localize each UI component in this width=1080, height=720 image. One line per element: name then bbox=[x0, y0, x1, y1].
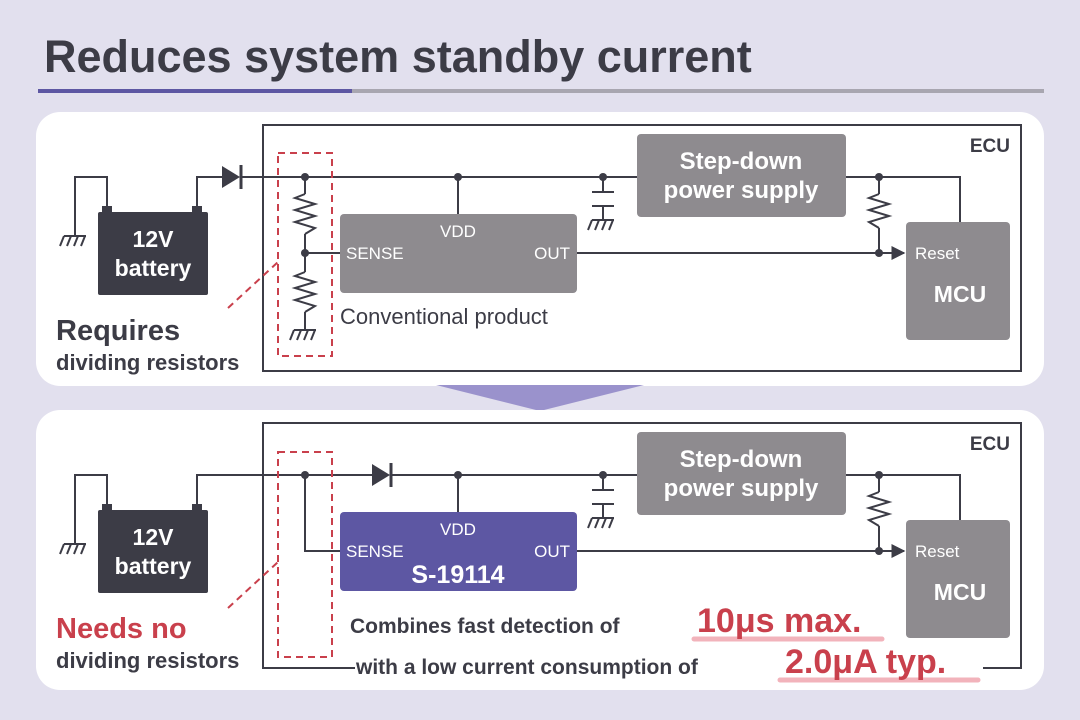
ground-symbol bbox=[289, 329, 316, 341]
transition-arrow bbox=[436, 385, 644, 411]
out-pin-label: OUT bbox=[534, 244, 570, 263]
battery: 12V battery bbox=[98, 504, 208, 593]
no-resistors-highlight bbox=[277, 451, 333, 658]
note-detail: dividing resistors bbox=[56, 648, 239, 673]
ecu-label: ECU bbox=[970, 434, 1010, 455]
capacitor-symbol bbox=[592, 191, 614, 207]
vdd-pin-label: VDD bbox=[440, 520, 476, 539]
out-pin-label: OUT bbox=[534, 542, 570, 561]
battery-label-word: battery bbox=[115, 255, 192, 281]
sense-pin-label: SENSE bbox=[346, 542, 404, 561]
top-panel: ECU bbox=[36, 112, 1044, 386]
stepdown-label-line2: power supply bbox=[664, 475, 819, 502]
ecu-boundary bbox=[262, 422, 1022, 669]
junction-dots bbox=[301, 173, 883, 257]
sense-pin-label: SENSE bbox=[346, 244, 404, 263]
s19114-detector-ic: VDD SENSE OUT S-19114 bbox=[340, 512, 577, 591]
battery-label-voltage: 12V bbox=[133, 226, 175, 252]
mcu: Reset MCU bbox=[906, 222, 1010, 340]
battery-label-word: battery bbox=[115, 553, 192, 579]
capacitor-symbol bbox=[592, 489, 614, 505]
resistor-symbol bbox=[865, 491, 893, 527]
diode-symbol bbox=[222, 165, 243, 189]
ground-symbol bbox=[59, 543, 86, 555]
ic-part-number: S-19114 bbox=[411, 561, 504, 589]
conventional-detector-ic: VDD SENSE OUT bbox=[340, 214, 577, 293]
diode-symbol bbox=[372, 463, 393, 487]
note-detail: dividing resistors bbox=[56, 350, 239, 375]
junction-dots bbox=[301, 471, 883, 555]
ground-symbol bbox=[587, 517, 614, 529]
stepdown-label-line1: Step-down bbox=[680, 148, 803, 175]
mcu-reset-label: Reset bbox=[915, 542, 960, 561]
mcu-name: MCU bbox=[934, 281, 986, 307]
feature-value-current-consumption: 2.0μA typ. bbox=[785, 643, 946, 681]
ic-caption: Conventional product bbox=[340, 304, 548, 329]
resistor-symbol bbox=[291, 193, 319, 235]
resistor-symbol bbox=[291, 271, 319, 313]
note-headline: Needs no bbox=[56, 613, 187, 645]
ground-symbol bbox=[59, 235, 86, 247]
feature-value-detection-time: 10μs max. bbox=[697, 602, 861, 640]
mcu-reset-label: Reset bbox=[915, 244, 960, 263]
stepdown-power-supply: Step-down power supply bbox=[637, 134, 846, 217]
battery-label-voltage: 12V bbox=[133, 524, 175, 550]
vdd-pin-label: VDD bbox=[440, 222, 476, 241]
mcu-name: MCU bbox=[934, 579, 986, 605]
resistor-symbol bbox=[865, 193, 893, 229]
stepdown-power-supply: Step-down power supply bbox=[637, 432, 846, 515]
feature-line-detection: Combines fast detection of bbox=[350, 615, 621, 638]
title-underline-rest bbox=[352, 89, 1044, 93]
battery: 12V battery bbox=[98, 206, 208, 295]
stepdown-label-line1: Step-down bbox=[680, 446, 803, 473]
note-headline: Requires bbox=[56, 315, 180, 347]
mcu: Reset MCU bbox=[906, 520, 1010, 638]
ground-symbol bbox=[587, 219, 614, 231]
ecu-boundary bbox=[262, 124, 1022, 372]
bottom-panel: ECU bbox=[36, 410, 1044, 690]
title-underline-accent bbox=[38, 89, 352, 93]
stepdown-label-line2: power supply bbox=[664, 177, 819, 204]
ecu-label: ECU bbox=[970, 136, 1010, 157]
wires bbox=[74, 474, 961, 558]
page-title: Reduces system standby current bbox=[44, 31, 752, 82]
dividing-resistors-highlight bbox=[277, 152, 333, 357]
feature-line-consumption: with a low current consumption of bbox=[355, 656, 699, 679]
